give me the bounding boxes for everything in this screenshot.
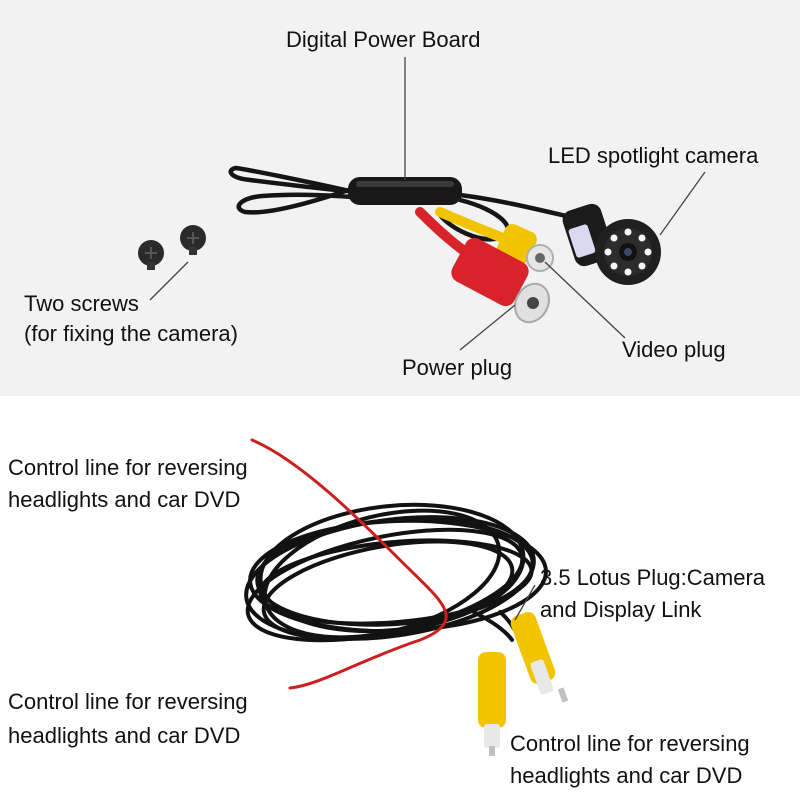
lotus-leader-line (514, 584, 536, 621)
camera-label: LED spotlight camera (548, 143, 759, 168)
power-board-label: Digital Power Board (286, 27, 481, 52)
screws-label-line1: Two screws (24, 291, 139, 316)
control-wire-image (250, 438, 448, 690)
video-plug-image (497, 224, 554, 272)
control-line-top-label-line1: Control line for reversing (8, 455, 248, 480)
lotus-plug-label-line2: and Display Link (540, 597, 702, 622)
screws-label-line2: (for fixing the camera) (24, 321, 238, 346)
power-plug-label: Power plug (402, 355, 513, 380)
rca-plug-left-image (478, 652, 506, 756)
control-line-left-label-line2: headlights and car DVD (8, 723, 241, 748)
control-line-top-label-line2: headlights and car DVD (8, 487, 241, 512)
power-plug-image (451, 237, 550, 324)
bottom-panel (0, 396, 800, 800)
lotus-plug-label-line1: 3.5 Lotus Plug:Camera (540, 565, 766, 590)
screws-image (138, 225, 206, 270)
video-plug-label: Video plug (622, 337, 726, 362)
camera-leader-line (659, 171, 706, 236)
power-plug-leader-line (459, 304, 516, 351)
camera-image (562, 203, 661, 285)
extension-cable-coil-image (244, 502, 548, 652)
power-board-image (348, 177, 462, 205)
control-line-right-label-line1: Control line for reversing (510, 731, 750, 756)
control-line-right-label-line2: headlights and car DVD (510, 763, 743, 788)
video-plug-leader-line (544, 261, 626, 339)
screws-leader-line (149, 261, 189, 301)
control-line-left-label-line1: Control line for reversing (8, 689, 248, 714)
rca-plug-right-image (510, 611, 569, 703)
